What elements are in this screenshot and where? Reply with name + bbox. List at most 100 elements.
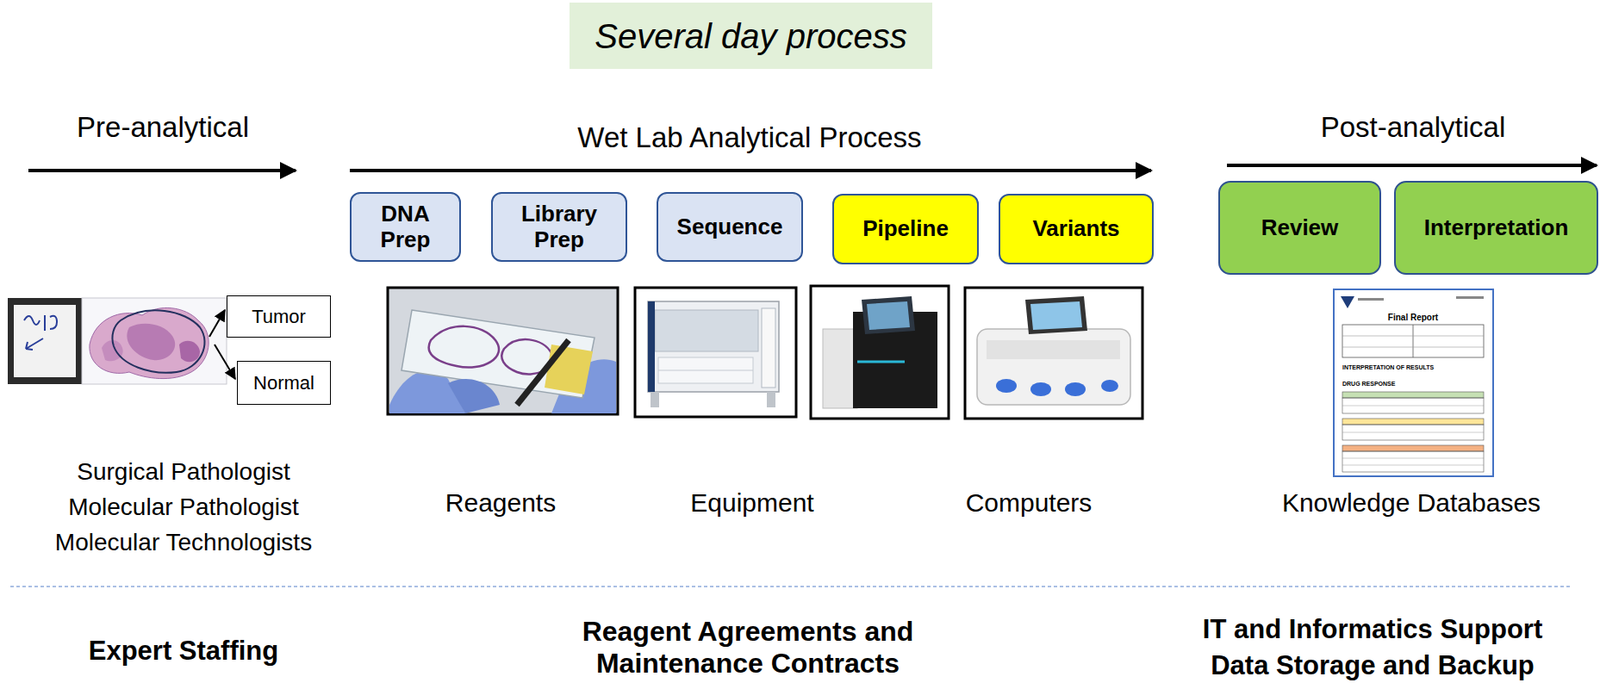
node-text: Tumor	[251, 305, 306, 328]
report-document-part	[1342, 418, 1484, 425]
report-document-part	[1342, 405, 1484, 407]
phase-arrows	[28, 165, 1597, 171]
slide-scraping-photo-part	[401, 310, 595, 399]
report-document-part	[1357, 298, 1384, 301]
slide-scraping-photo-part	[544, 344, 593, 395]
tissue-slide-image	[7, 298, 236, 385]
slide-scraping-photo-part	[387, 287, 618, 415]
slide-scraping-photo-part	[516, 340, 569, 405]
process-box: Variants	[998, 193, 1154, 265]
sequencer-image-part	[822, 329, 858, 409]
report-title: Final Report	[1388, 312, 1439, 324]
role-label: Molecular Technologists	[55, 529, 312, 557]
report-document-part	[1342, 432, 1484, 434]
report-document-part	[1342, 398, 1484, 414]
process-box: Pipeline	[832, 193, 979, 265]
sequencer-image-part	[1030, 301, 1083, 330]
phase-arrow	[1226, 163, 1597, 168]
report-document-part	[1342, 392, 1484, 399]
report-heading: INTERPRETATION OF RESULTS	[1342, 364, 1434, 372]
node-text: Interpretation	[1424, 215, 1569, 242]
resource-label: Knowledge Databases	[1282, 488, 1541, 519]
process-box: Review	[1218, 180, 1382, 275]
report-document-part	[1342, 458, 1484, 460]
phase-label: Pre-analytical	[76, 111, 250, 144]
sequencer-image-part	[866, 301, 910, 330]
process-box: DNA Prep	[349, 192, 461, 262]
node-text: Sequence	[677, 214, 784, 241]
divider-line	[10, 585, 1572, 588]
phase-label: Wet Lab Analytical Process	[577, 121, 922, 155]
process-box: Sequence	[656, 192, 804, 262]
slide-scraping-photo	[387, 287, 618, 415]
tissue-slide-image-part	[89, 307, 209, 379]
sequencer-image-part	[810, 286, 949, 419]
sequencer-image	[810, 286, 949, 419]
tissue-slide-image-part	[24, 315, 57, 331]
resource-label: Equipment	[690, 488, 814, 519]
tissue-slide-image-part	[214, 344, 236, 380]
tissue-slide-image-part	[126, 323, 175, 361]
liquid-handler-image-part	[658, 370, 754, 372]
report-document-part	[1342, 445, 1484, 452]
liquid-handler-image-part	[647, 301, 779, 393]
report-document-part	[1333, 289, 1494, 477]
sequencer-image-part	[1030, 382, 1052, 397]
report-document-part	[1342, 336, 1484, 337]
liquid-handler-image-part	[654, 310, 759, 352]
tissue-slide-image-part	[179, 341, 200, 362]
callout-box: Tumor	[226, 295, 331, 338]
report-document-part	[1413, 324, 1414, 358]
report-document-part	[1342, 451, 1484, 473]
node-text: Pipeline	[862, 216, 949, 243]
sequencer-image-part	[861, 296, 916, 335]
requirement-label: Reagent Agreements and Maintenance Contr…	[545, 616, 951, 680]
sequencer-image-part	[1101, 379, 1119, 393]
slide-scraping-photo-part	[448, 379, 500, 414]
liquid-handler-image-part	[647, 301, 655, 393]
node-text: Normal	[253, 372, 315, 394]
sequencer-image-part	[857, 361, 905, 364]
report-document-part	[1456, 296, 1484, 299]
slide-scraping-photo-part	[429, 326, 499, 368]
tissue-slide-image-part	[25, 338, 44, 350]
node-text: Review	[1261, 215, 1339, 242]
sequencer-image-part	[1064, 382, 1086, 397]
sequencer-image-part	[964, 287, 1143, 419]
phase-arrow	[28, 168, 296, 173]
liquid-handler-image-part	[635, 287, 797, 418]
sequencer-image-part	[1025, 296, 1088, 335]
sequencer-image-part	[986, 340, 1121, 360]
node-text: Several day process	[594, 16, 907, 57]
resource-label: Reagents	[445, 488, 556, 519]
requirement-label: Data Storage and Backup	[1210, 650, 1535, 682]
phase-label: Post-analytical	[1320, 111, 1507, 144]
tissue-slide-image-part	[112, 310, 205, 373]
phase-arrow	[349, 168, 1152, 173]
role-label: Molecular Pathologist	[68, 493, 299, 522]
requirement-label: Expert Staffing	[88, 635, 279, 667]
liquid-handler-image	[635, 287, 797, 418]
node-text: DNA Prep	[360, 201, 451, 254]
tissue-slide-image-part	[209, 310, 225, 337]
report-heading: DRUG RESPONSE	[1342, 380, 1395, 388]
resource-label: Computers	[965, 488, 1093, 519]
liquid-handler-image-part	[761, 308, 776, 388]
tissue-slide-image-part	[13, 305, 76, 378]
sequencer-image-part	[977, 329, 1131, 405]
role-label: Surgical Pathologist	[76, 458, 290, 486]
tissue-slide-image-part	[81, 298, 227, 385]
process-box: Interpretation	[1394, 180, 1599, 275]
report-document-part	[1342, 347, 1484, 349]
callout-box: Normal	[236, 361, 331, 405]
report-document-part	[1342, 424, 1484, 441]
liquid-handler-image-part	[650, 392, 660, 408]
report-document-part	[1342, 465, 1484, 467]
timeline-banner: Several day process	[569, 2, 933, 69]
report-document	[1333, 289, 1494, 477]
process-box: Library Prep	[491, 192, 628, 262]
node-text: Variants	[1032, 216, 1120, 243]
